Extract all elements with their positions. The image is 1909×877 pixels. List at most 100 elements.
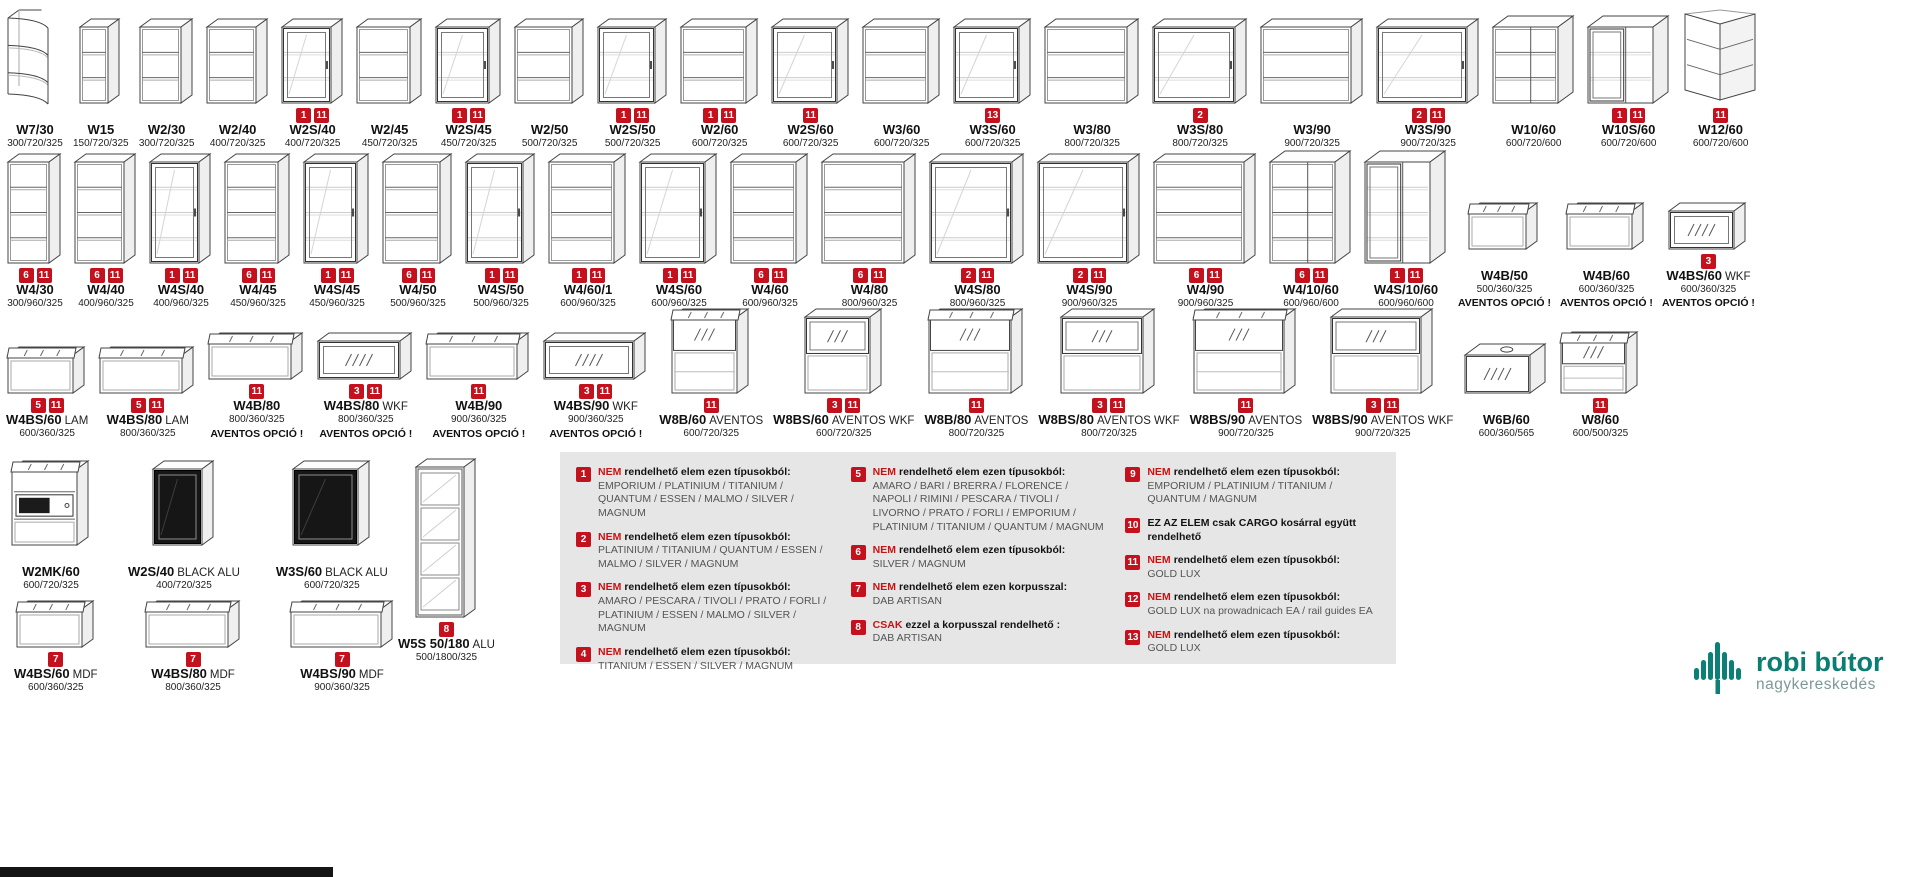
product-code-main: W8B/80: [924, 412, 972, 427]
product-code: W2/40: [218, 122, 257, 138]
product-dimensions: 400/720/325: [284, 137, 341, 149]
product-code: W4S/60: [656, 282, 702, 298]
product-code: W4/10/60: [1283, 282, 1339, 298]
product-dimensions: 600/360/325: [1578, 283, 1635, 295]
product-code-main: W6B/60: [1482, 412, 1530, 428]
badge-row: 11: [1713, 108, 1729, 123]
cabinet-drawing: [1043, 10, 1142, 106]
product-code-suffix: AVENTOS WKF: [831, 415, 915, 427]
availability-badge: 11: [1312, 268, 1328, 283]
legend-keyword: NEM: [872, 466, 897, 478]
product-dimensions: 400/960/325: [153, 297, 209, 309]
product-code-main: W4/45: [239, 282, 277, 297]
availability-badge: 11: [968, 398, 984, 413]
availability-badge: 2: [1192, 108, 1208, 123]
availability-badge: 11: [703, 398, 719, 413]
availability-badge: 2: [1073, 268, 1088, 283]
product-code-main: W2S/60: [787, 122, 834, 137]
availability-badge: 11: [1091, 268, 1106, 283]
product-code-main: W4/90: [1186, 282, 1225, 297]
product-dimensions: 800/360/325: [119, 428, 176, 440]
availability-badge: 11: [107, 268, 123, 283]
product-code-main: W5S 50/180: [398, 636, 470, 651]
availability-badge: 1: [484, 268, 500, 283]
badge-row: 11: [803, 108, 819, 123]
cabinet-drawing: [927, 300, 1026, 396]
product-code-main: W4B/80: [233, 398, 281, 414]
cabinet-drawing: [803, 300, 885, 396]
availability-badge: 6: [753, 268, 769, 283]
product-code: W4S/80: [954, 282, 1000, 298]
product-code: W4S/40: [158, 282, 204, 298]
product-code: W4B/90: [455, 398, 502, 414]
product-code-main: W4BS/90: [300, 666, 356, 681]
legend-keyword: CSAK: [872, 618, 903, 631]
availability-badge: 2: [1411, 108, 1427, 123]
product-dimensions: 500/720/325: [604, 137, 661, 149]
product-code: W3S/60: [969, 122, 1016, 138]
product-code: W4B/50: [1481, 268, 1528, 284]
legend-type-list: AMARO / BARI / BRERRA / FLORENCE / NAPOL…: [872, 479, 1104, 533]
product-dimensions: 800/960/325: [841, 297, 898, 309]
tree-icon: [1694, 642, 1741, 694]
product-dimensions: 500/720/325: [521, 137, 578, 149]
cabinet-drawing: [542, 324, 649, 382]
availability-badge: 11: [367, 383, 383, 399]
availability-badge: 1: [662, 268, 678, 283]
product-code-main: W2/40: [218, 122, 257, 137]
product-code-main: W3S/60: [969, 122, 1016, 137]
product-code-main: W4/50: [399, 282, 437, 297]
cabinet-drawing: [1059, 300, 1158, 396]
product-dimensions: 800/720/325: [1172, 137, 1228, 149]
product-dimensions: 600/360/325: [1680, 283, 1737, 295]
availability-badge: 11: [314, 108, 330, 123]
cabinet-drawing: [670, 300, 752, 396]
badge-row: 13: [985, 108, 1001, 123]
cabinet-drawing: [138, 10, 196, 106]
product-code-suffix: AVENTOS: [974, 415, 1029, 427]
cabinet-drawing: [425, 324, 532, 382]
product-dimensions: 300/960/325: [7, 297, 63, 309]
cabinet-drawing: [78, 10, 123, 106]
product-code-main: W3S/60: [275, 564, 323, 579]
cabinet-drawing: [1463, 335, 1549, 396]
product-dimensions: 150/720/325: [73, 137, 129, 149]
badge-row: 11: [249, 384, 265, 400]
availability-badge: 11: [502, 268, 518, 283]
product-dimensions: 450/960/325: [230, 297, 286, 309]
cabinet-drawing: [1681, 8, 1761, 106]
cabinet-drawing: [1491, 7, 1577, 106]
cabinet-drawing: [820, 145, 919, 266]
product-code-suffix: MDF: [209, 669, 235, 681]
product-code-main: W4BS/80: [151, 666, 207, 681]
availability-badge: 1: [703, 108, 719, 123]
product-code-main: W7/30: [16, 122, 54, 137]
product-dimensions: 600/720/325: [782, 137, 839, 149]
cabinet-drawing: [143, 592, 243, 650]
product-code-main: W8/60: [1581, 412, 1620, 428]
product-code-main: W3/80: [1073, 122, 1111, 137]
cabinet-drawing: [1259, 10, 1366, 106]
product-dimensions: 400/720/325: [156, 580, 212, 592]
